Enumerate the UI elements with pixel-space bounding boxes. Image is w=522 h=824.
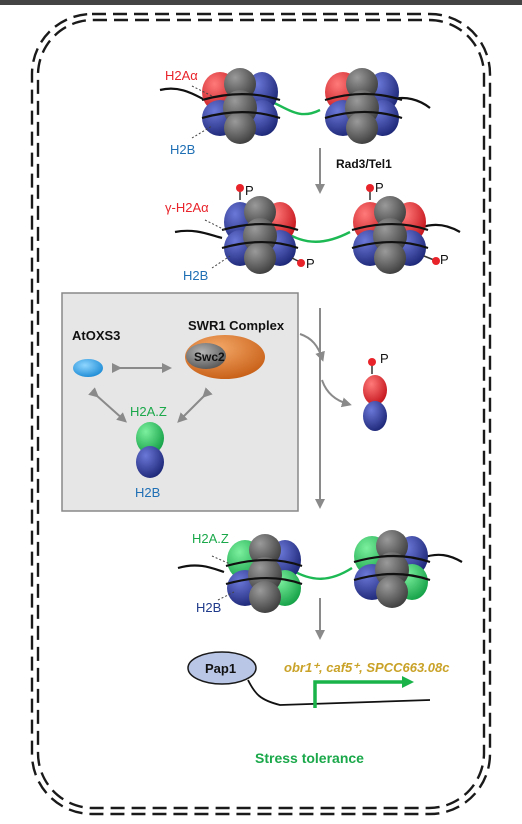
top-border (0, 0, 522, 5)
label-genes: obr1⁺, caf5⁺, SPCC663.08c (284, 660, 450, 675)
arrow-release (321, 379, 352, 408)
nucleosome-2a (221, 196, 299, 274)
arrow-complex-in (299, 333, 325, 362)
nucleosome-row-1 (159, 68, 431, 144)
interaction-arrows (88, 363, 213, 423)
h2az-h2b-dimer (136, 422, 164, 478)
label-h2b-box: H2B (135, 485, 160, 500)
label-phospho-free: P (380, 351, 389, 366)
label-h2az-box: H2A.Z (130, 404, 167, 419)
released-dimer (363, 358, 387, 431)
transcription-arrow (313, 676, 414, 708)
nucleosome-row-3 (177, 530, 463, 613)
label-atoxs3: AtOXS3 (72, 328, 120, 343)
label-h2b-top: H2B (170, 142, 195, 157)
phosphate-3 (366, 184, 374, 200)
label-h2az-bottom: H2A.Z (192, 531, 229, 546)
pap1-factor (187, 651, 257, 685)
atoxs3-protein (73, 359, 103, 377)
nucleosome-3a (225, 534, 303, 613)
nucleosome-1b (324, 68, 403, 144)
nucleosome-row-2 (174, 184, 461, 274)
label-h2b-bottom: H2B (196, 600, 221, 615)
label-h2b-phospho: H2B (183, 268, 208, 283)
label-phospho-3: P (375, 180, 384, 195)
label-outcome: Stress tolerance (255, 750, 364, 766)
nucleosome-2b (351, 196, 429, 274)
nucleosome-3b (353, 530, 431, 608)
label-kinase: Rad3/Tel1 (336, 157, 392, 171)
nucleosome-1a (201, 68, 281, 144)
label-swr1: SWR1 Complex (188, 318, 285, 333)
label-phospho-4: P (440, 252, 449, 267)
label-h2a-alpha: H2Aα (165, 68, 198, 83)
phosphate-2 (291, 257, 305, 267)
phosphate-1 (236, 184, 244, 200)
label-gamma-h2a: γ-H2Aα (165, 200, 209, 215)
dna-promoter (247, 679, 431, 706)
label-phospho-1: P (245, 183, 254, 198)
phosphate-4 (423, 255, 440, 265)
label-swc2: Swc2 (194, 350, 225, 364)
label-pap1: Pap1 (205, 661, 236, 676)
cell-frame (30, 12, 492, 816)
swc2-subunit (186, 343, 226, 369)
label-phospho-2: P (306, 256, 315, 271)
